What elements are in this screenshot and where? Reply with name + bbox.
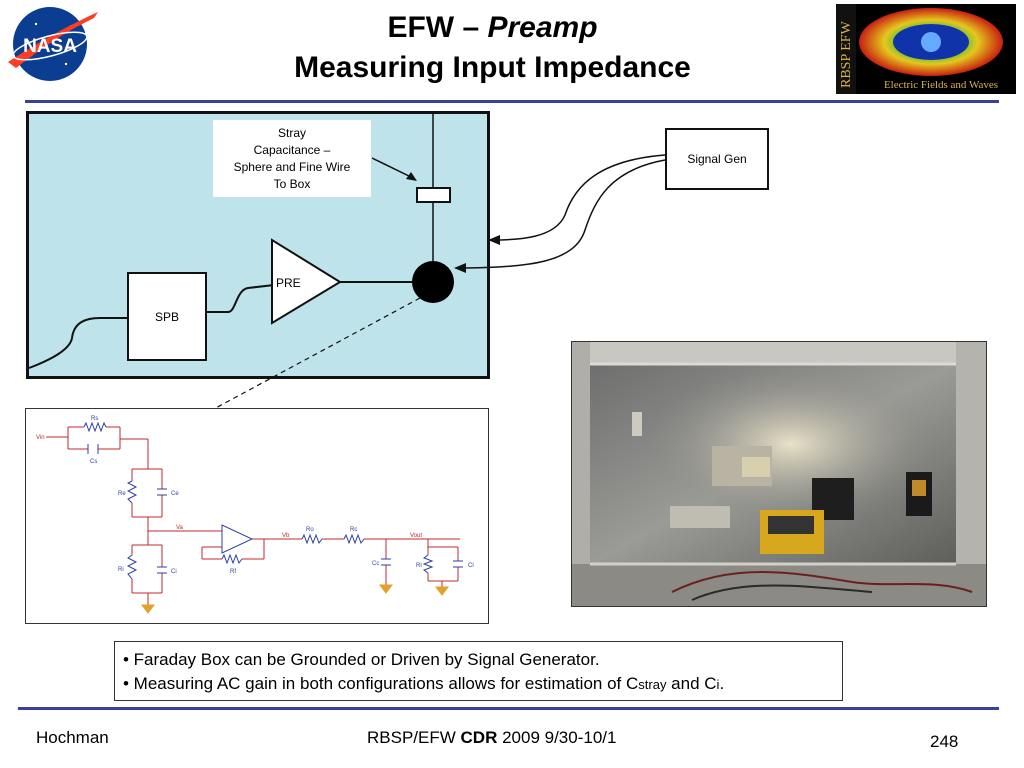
bullet-1: • Faraday Box can be Grounded or Driven … (123, 650, 600, 669)
label-ce: Ce (171, 491, 179, 497)
logo-caption: Electric Fields and Waves (884, 79, 998, 91)
notes-box: • Faraday Box can be Grounded or Driven … (114, 641, 843, 701)
label-rl: Rl (416, 563, 422, 569)
label-rs: Rs (91, 416, 98, 422)
ground-symbol (379, 584, 393, 594)
siggen-cable-1 (491, 154, 666, 241)
rbsp-efw-logo: RBSP EFW Electric Fields and Waves (836, 4, 1016, 94)
label-vin: Vin (36, 435, 45, 441)
subscript-i: i (716, 677, 720, 692)
title-emph: Preamp (487, 11, 598, 44)
ground-symbol (435, 586, 449, 596)
title-line2: Measuring Input Impedance (294, 51, 691, 84)
nasa-logo-text: NASA (23, 36, 77, 57)
label-ro: Ro (306, 527, 314, 533)
signal-generator-box: Signal Gen (665, 128, 769, 190)
label-vout: Vout (410, 533, 422, 539)
footer-divider (18, 707, 999, 710)
label-re: Re (118, 491, 126, 497)
label-ri: Ri (118, 567, 124, 573)
bullet-2-text: • Measuring AC gain in both configuratio… (123, 674, 639, 693)
label-cc: Cc (372, 561, 379, 567)
label-vb: Vb (282, 533, 290, 539)
label-va: Va (176, 525, 184, 531)
footer-center-post: 2009 9/30-10/1 (497, 728, 617, 747)
bullet-2-mid: and C (666, 674, 717, 693)
footer-center: RBSP/EFW CDR 2009 9/30-10/1 (367, 728, 616, 748)
spb-box: SPB (127, 272, 207, 361)
logo-vertical-text: RBSP EFW (839, 20, 854, 88)
label-ci: Ci (171, 569, 177, 575)
faraday-box (26, 111, 490, 379)
title-prefix: EFW – (387, 11, 480, 44)
circuit-schematic: Vin Va Vb Vout Rs Cs Re Ce Ri Ci Rf Ro R… (25, 408, 489, 624)
pre-label: PRE (276, 276, 301, 290)
siggen-label: Signal Gen (687, 152, 747, 166)
label-rc: Rc (350, 527, 357, 533)
page-number: 248 (930, 732, 959, 751)
footer-center-pre: RBSP/EFW (367, 728, 461, 747)
stray-capacitance-element (416, 187, 451, 203)
stray-capacitance-callout: Stray Capacitance – Sphere and Fine Wire… (213, 120, 371, 197)
siggen-cable-2 (457, 159, 666, 269)
spb-label: SPB (154, 309, 179, 324)
bullet-2: • Measuring AC gain in both configuratio… (123, 672, 834, 697)
label-rf: Rf (230, 569, 236, 575)
footer-author: Hochman (36, 728, 109, 747)
nasa-logo: NASA (6, 4, 98, 84)
label-cl: Cl (468, 563, 474, 569)
callout-text: Stray Capacitance – Sphere and Fine Wire… (233, 125, 351, 191)
sensor-sphere (412, 261, 454, 303)
ground-symbol (141, 604, 155, 614)
label-cs: Cs (90, 459, 97, 465)
pre-amplifier-symbol (271, 238, 342, 325)
spb-to-pre-wire (203, 284, 275, 313)
footer-center-bold: CDR (460, 728, 498, 747)
spb-cable (28, 317, 127, 369)
slide-title: EFW – Preamp Measuring Input Impedance (200, 8, 785, 88)
bullet-2-end: . (719, 674, 725, 693)
title-divider (25, 100, 999, 103)
subscript-stray: stray (638, 677, 667, 692)
test-setup-photo (571, 341, 987, 607)
